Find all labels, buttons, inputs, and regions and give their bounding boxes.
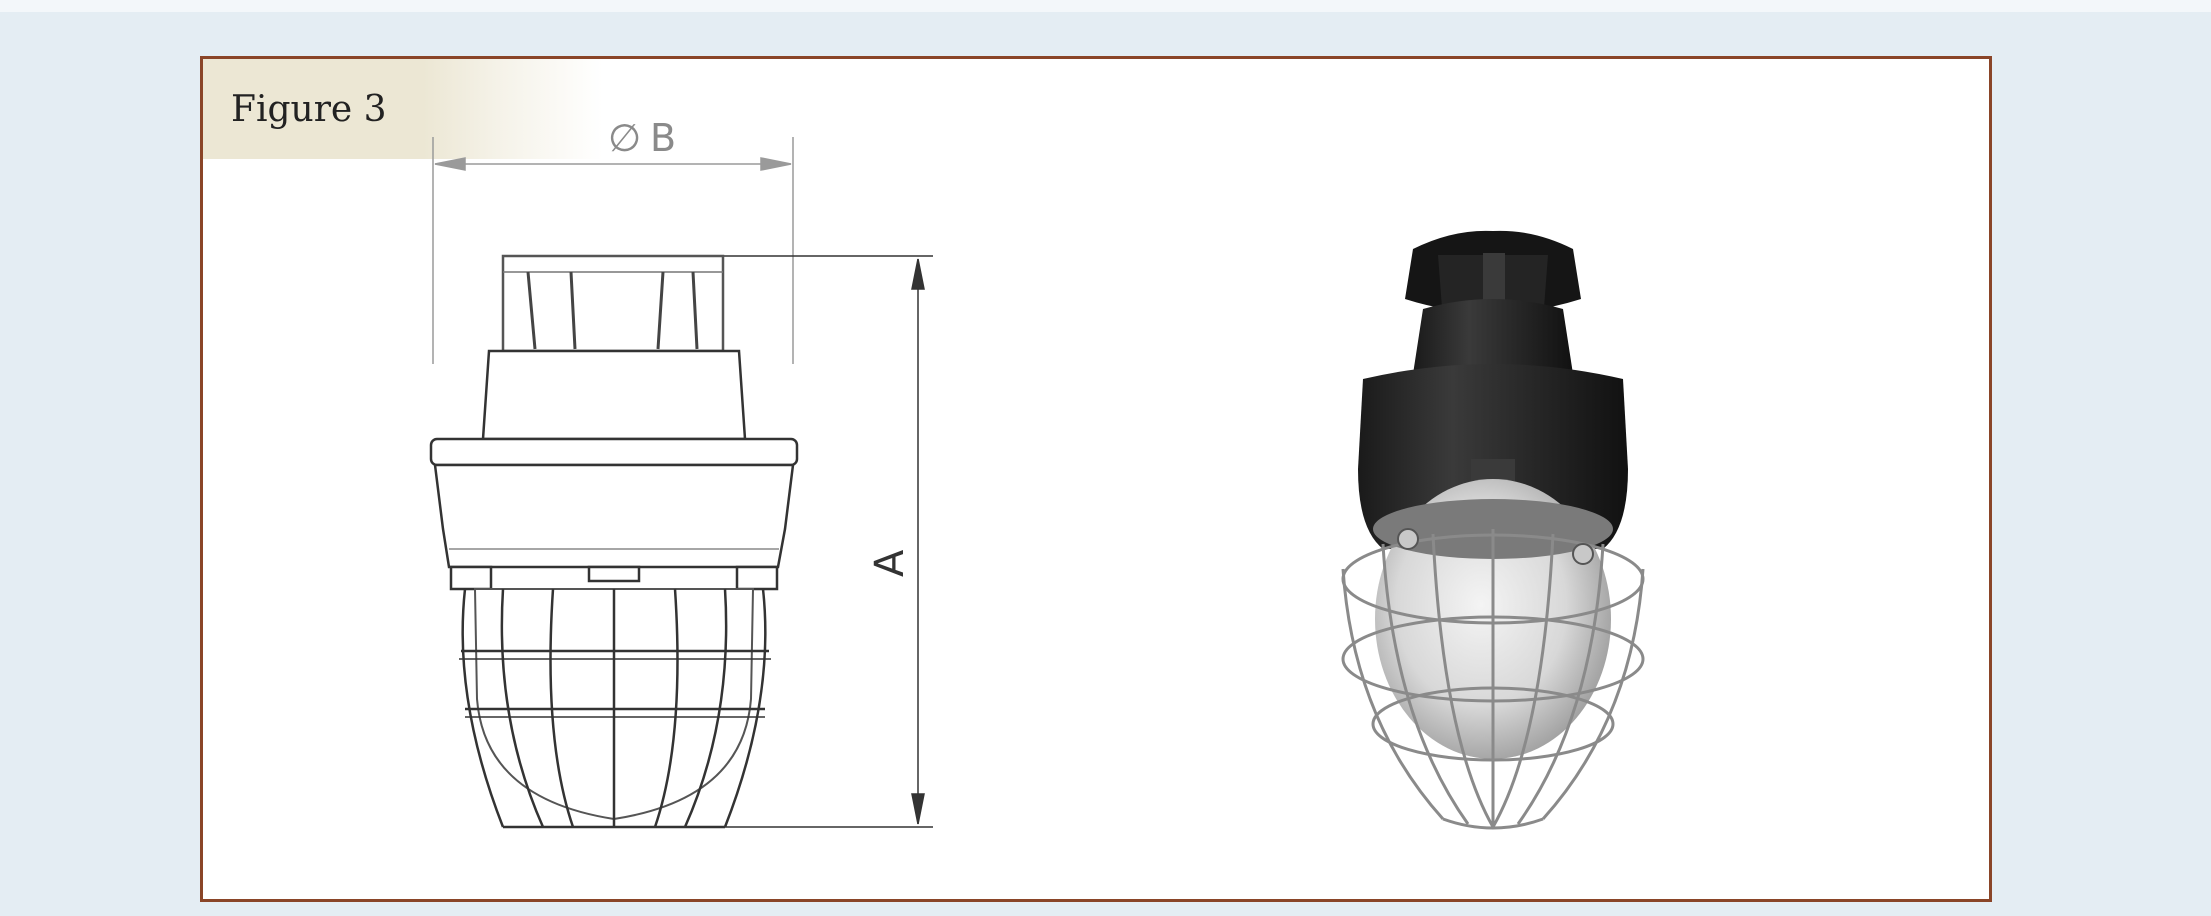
figure-label-banner: Figure 3	[203, 59, 603, 159]
screw-icon	[1572, 543, 1594, 565]
dimension-b-symbol: ∅	[608, 116, 641, 160]
technical-drawing: ∅ B A	[429, 116, 933, 829]
lamp-upper-body	[1413, 299, 1573, 382]
dimension-b	[432, 137, 794, 364]
lamp-render	[1341, 230, 1645, 830]
screw-icon	[1397, 528, 1419, 550]
figure-label: Figure 3	[231, 89, 387, 130]
dimension-a-label: A	[867, 549, 913, 577]
dimension-b-label: B	[650, 116, 676, 160]
figure-frame: Figure 3 ∅ B A	[200, 56, 1992, 902]
lamp-cage	[1341, 529, 1645, 830]
lamp-outline	[429, 254, 799, 829]
lamp-main-body	[1358, 364, 1628, 549]
